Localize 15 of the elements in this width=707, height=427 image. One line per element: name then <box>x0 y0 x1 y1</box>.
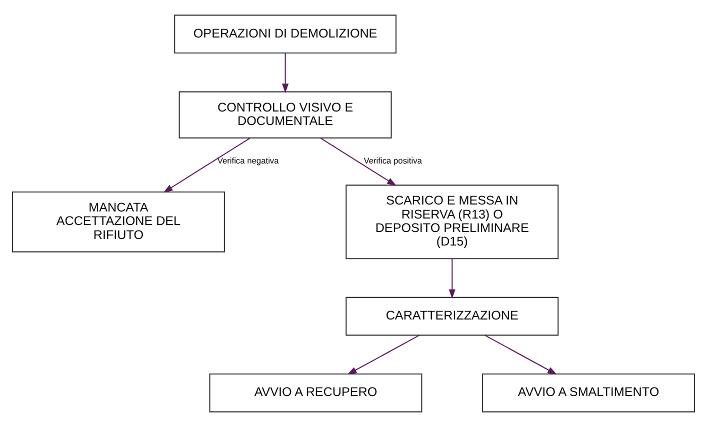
arrow <box>163 138 250 193</box>
node-box: CONTROLLO VISIVO E DOCUMENTALE <box>178 91 392 138</box>
node-box: MANCATA ACCETTAZIONE DEL RIFIUTO <box>12 191 225 252</box>
node-box: CARATTERIZZAZIONE <box>346 296 559 336</box>
arrow <box>347 334 420 375</box>
node-box: AVVIO A SMALTIMENTO <box>482 374 696 412</box>
arrow <box>448 258 456 299</box>
node-box: SCARICO E MESSA IN RISERVA (R13) O DEPOSITO PRELIMINARE (D15) <box>346 184 559 260</box>
node-box: OPERAZIONI DI DEMOLIZIONE <box>174 14 397 54</box>
arrow <box>320 138 396 186</box>
node-box: AVVIO A RECUPERO <box>209 374 422 412</box>
edge-label: Verifica negativa <box>217 156 279 166</box>
edge-label: Verifica positiva <box>364 156 422 166</box>
arrow <box>484 334 558 375</box>
arrow <box>282 53 289 94</box>
